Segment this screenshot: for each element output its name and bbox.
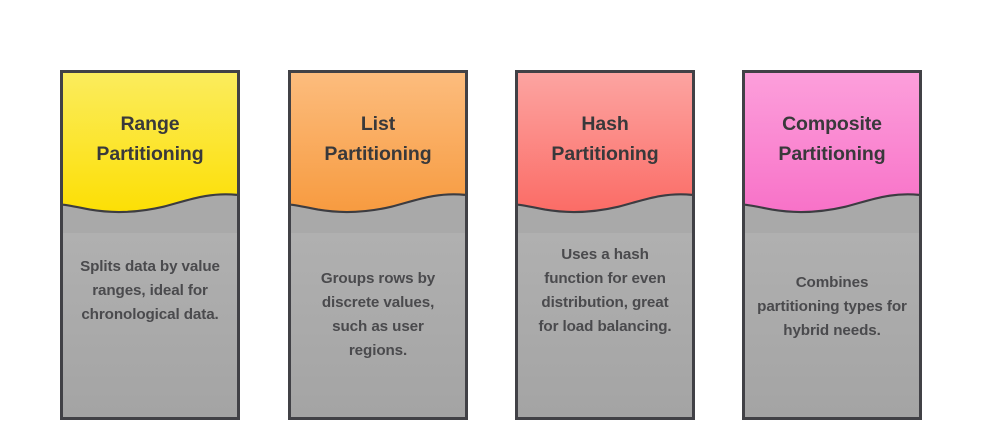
card-description: Splits data by value ranges, ideal for c…	[80, 258, 220, 323]
card-body-panel	[518, 233, 692, 417]
card-description: Uses a hash function for even distributi…	[538, 246, 672, 335]
card-body-panel	[745, 233, 919, 417]
card-description: Groups rows by discrete values, such as …	[320, 270, 436, 359]
card-body-panel	[291, 233, 465, 417]
wave-divider-icon	[518, 73, 692, 214]
wave-divider-icon	[63, 73, 237, 214]
card-body-panel	[63, 233, 237, 417]
card-description: Combines partitioning types for hybrid n…	[757, 274, 907, 339]
wave-divider-icon	[291, 73, 465, 214]
wave-divider-icon	[745, 73, 919, 214]
